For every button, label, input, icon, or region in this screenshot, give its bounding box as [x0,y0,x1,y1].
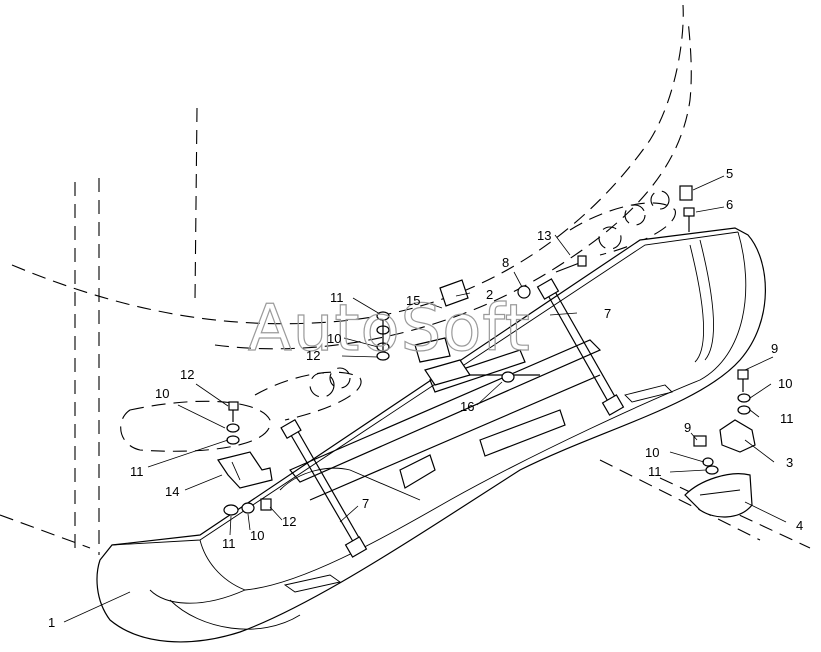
callout-5: 5 [726,166,733,181]
watermark-text: AutoSoft [248,292,531,366]
callout-labels: 1 2 3 4 5 6 7 7 8 9 9 10 10 10 10 10 11 … [48,166,803,630]
frame-crossmember [289,339,602,501]
strut-left [280,418,368,593]
callout-11-center: 11 [330,290,344,305]
callout-11-right-lower: 11 [648,464,662,479]
callout-16: 16 [460,399,474,414]
callout-14: 14 [165,484,179,499]
bumper-body [96,227,766,643]
callout-2: 2 [486,287,493,302]
callout-10-right-lower: 10 [645,445,659,460]
callout-9-upper: 9 [771,341,778,356]
callout-12-left: 12 [180,367,194,382]
callout-10-bottom: 10 [250,528,264,543]
callout-13: 13 [537,228,551,243]
callout-10-left: 10 [155,386,169,401]
callout-9-lower: 9 [684,420,691,435]
callout-11-left: 11 [130,464,144,479]
callout-15: 15 [406,293,420,308]
mount-bracket-left [217,451,273,489]
callout-12-center: 12 [306,348,320,363]
callout-7-lower: 7 [362,496,369,511]
callout-12-bottom: 12 [282,514,296,529]
callout-10-center: 10 [327,331,341,346]
cab-outline-dashed [0,4,811,555]
fasteners [223,185,751,516]
callout-1: 1 [48,615,55,630]
strut-right [536,278,673,416]
callout-7-upper: 7 [604,306,611,321]
callout-11-bottom: 11 [222,536,236,551]
callout-4: 4 [796,518,803,533]
callout-10-right-upper: 10 [778,376,792,391]
mount-bracket-right [684,419,756,518]
mount-bracket-center [414,279,471,386]
leader-lines [63,175,787,623]
callout-8: 8 [502,255,509,270]
callout-6: 6 [726,197,733,212]
callout-11-right-upper: 11 [780,411,794,426]
callout-3: 3 [786,455,793,470]
